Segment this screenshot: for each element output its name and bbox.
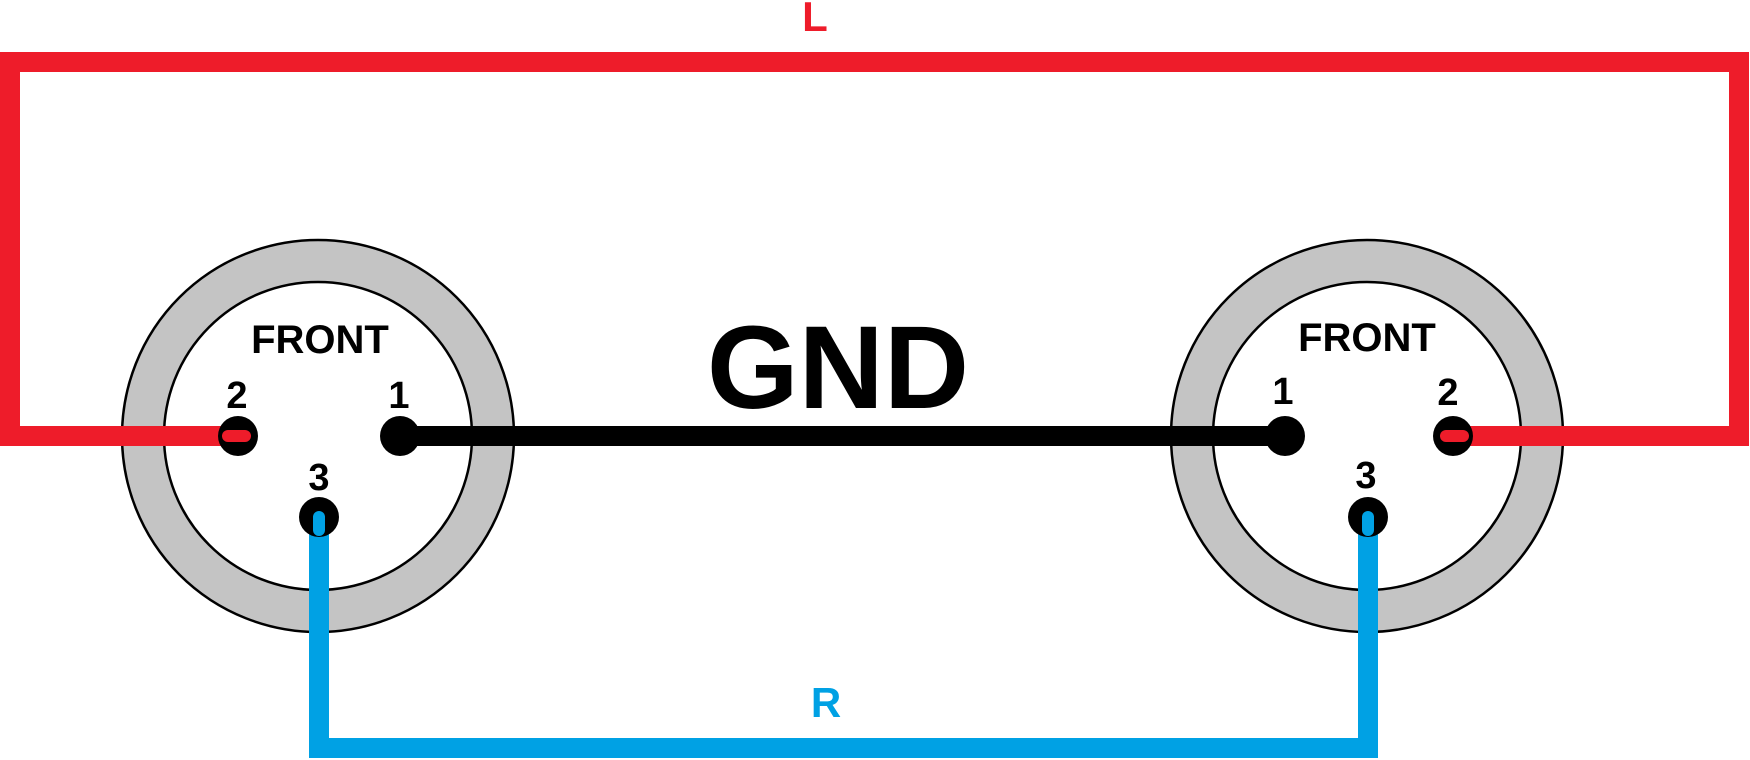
left-connector-face-label: FRONT: [251, 318, 389, 362]
ground-label: GND: [707, 302, 969, 434]
right-pin-1: [1265, 416, 1305, 456]
left-pin-1: [380, 416, 420, 456]
right-channel-label: R: [811, 679, 841, 726]
right-pin-1-label: 1: [1272, 371, 1293, 413]
left-pin-2-label: 2: [226, 375, 247, 417]
right-connector-face-label: FRONT: [1298, 316, 1436, 360]
right-pin-3-label: 3: [1355, 455, 1376, 497]
left-pin-1-label: 1: [388, 375, 409, 417]
left-pin-3-label: 3: [308, 457, 329, 499]
left-channel-label: L: [802, 0, 828, 40]
right-pin-2-label: 2: [1437, 372, 1458, 414]
left-channel-wire: [0, 52, 1749, 446]
right-channel-wire: [309, 517, 1378, 758]
